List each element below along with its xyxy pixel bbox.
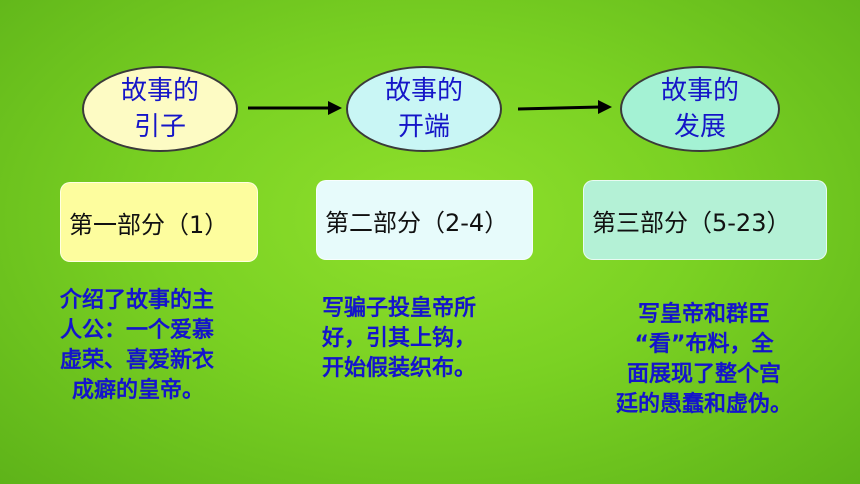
stage-oval-intro: 故事的 引子 bbox=[82, 66, 238, 152]
stage-intro-line2: 引子 bbox=[133, 112, 186, 142]
part-box-3: 第三部分（5-23） bbox=[583, 180, 827, 260]
description-line: 虚荣、喜爱新衣 bbox=[60, 348, 215, 373]
stage-opening-line1: 故事的 bbox=[384, 76, 463, 106]
stage-development-line1: 故事的 bbox=[660, 76, 739, 106]
arrow-right-icon bbox=[248, 101, 342, 115]
description-line: 廷的愚蠢和虚伪。 bbox=[615, 392, 792, 417]
description-line: “看”布料，全 bbox=[634, 332, 774, 357]
stage-intro-line1: 故事的 bbox=[120, 76, 199, 106]
part-3-label: 第三部分（5-23） bbox=[592, 208, 791, 237]
stage-oval-development: 故事的 发展 bbox=[620, 66, 780, 152]
description-line: 写皇帝和群臣 bbox=[637, 302, 770, 327]
stage-oval-opening: 故事的 开端 bbox=[346, 66, 502, 152]
part-box-2: 第二部分（2-4） bbox=[316, 180, 533, 260]
part-box-1: 第一部分（1） bbox=[60, 182, 258, 262]
description-part-2: 写骗子投皇帝所 好，引其上钩， 开始假装织布。 bbox=[322, 294, 476, 384]
stage-opening-line2: 开端 bbox=[397, 112, 450, 142]
description-line: 成癖的皇帝。 bbox=[72, 378, 205, 403]
stage-development-line2: 发展 bbox=[673, 112, 726, 142]
description-line: 面展现了整个宫 bbox=[626, 362, 781, 387]
part-1-label: 第一部分（1） bbox=[69, 210, 229, 239]
description-line: 介绍了故事的主 bbox=[60, 288, 215, 313]
description-part-3: 写皇帝和群臣 “看”布料，全 面展现了整个宫 廷的愚蠢和虚伪。 bbox=[584, 300, 824, 420]
part-2-label: 第二部分（2-4） bbox=[325, 208, 509, 237]
description-line: 人公：一个爱慕 bbox=[60, 318, 215, 343]
description-part-1: 介绍了故事的主 人公：一个爱慕 虚荣、喜爱新衣 成癖的皇帝。 bbox=[60, 286, 214, 406]
description-line: 好，引其上钩， bbox=[322, 326, 477, 351]
description-line: 开始假装织布。 bbox=[322, 356, 477, 381]
description-line: 写骗子投皇帝所 bbox=[322, 296, 477, 321]
arrow-right-icon bbox=[518, 100, 612, 114]
